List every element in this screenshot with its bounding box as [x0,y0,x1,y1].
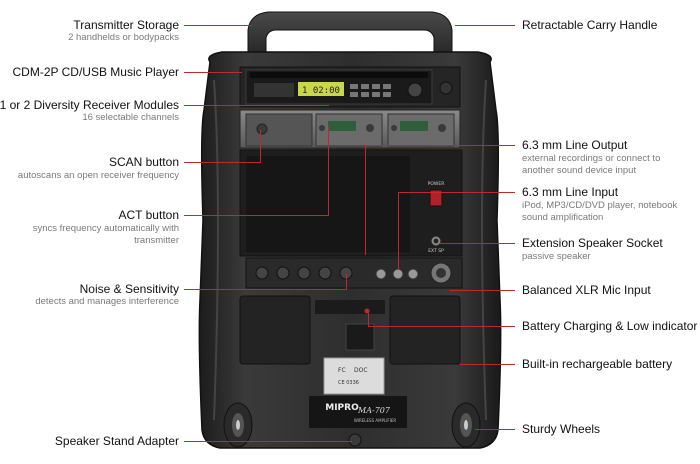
callout-title-transmitter-storage: Transmitter Storage [73,18,179,32]
leader-noise-sensitivity [184,289,347,290]
leader-carry-handle [455,25,515,26]
callout-title-noise-sensitivity: Noise & Sensitivity [79,282,179,296]
callout-title-wheels: Sturdy Wheels [522,422,601,436]
stand-adapter [348,433,362,447]
lcd-text: 1 02:00 [302,86,340,96]
leader-act-button [184,215,328,216]
callout-title-act-button: ACT button [118,208,179,222]
leader-transmitter-storage [184,25,252,26]
callout-sub-line-input-2: sound amplification [522,212,604,223]
callout-sub-transmitter-storage: 2 handhelds or bodypacks [68,32,179,43]
svg-text:WIRELESS AMPLIFIER: WIRELESS AMPLIFIER [354,418,397,423]
leader-stand-adapter [184,441,352,442]
callout-sub-act-button-2: transmitter [134,235,179,246]
wheel-right [451,402,481,448]
callout-title-ext-speaker: Extension Speaker Socket [522,236,663,250]
ext-speaker-socket: EXT SP [428,235,444,254]
svg-text:MA-707: MA-707 [357,406,391,415]
callout-title-scan-button: SCAN button [108,155,179,169]
callout-sub-line-output-1: external recordings or connect to [522,153,661,164]
callout-sub-receiver-modules: 16 selectable channels [82,112,179,123]
callout-title-line-output: 6.3 mm Line Output [522,138,628,152]
control-strip [245,257,463,289]
cd-lcd-display [298,82,344,96]
leader-scan-button [184,162,260,163]
callout-title-xlr-input: Balanced XLR Mic Input [522,283,651,297]
leader-receiver-modules [184,105,329,106]
receiver-bay [239,109,461,149]
brand-plate [309,396,407,428]
speaker-grille [239,149,463,257]
cd-player: 1 02:00 [239,66,461,108]
cert-label [323,357,385,395]
power-switch: POWER [428,181,445,207]
callout-sub-ext-speaker: passive speaker [522,251,591,262]
callout-title-cd-player: CDM-2P CD/USB Music Player [12,65,179,79]
leader-ext-speaker [440,243,515,244]
leader-line-input [398,192,515,193]
leader-wheels [475,429,515,430]
svg-text:FC: FC [338,367,346,374]
svg-text:EXT SP: EXT SP [428,248,444,254]
receiver-module-2 [387,113,455,147]
callout-sub-line-output-2: another sound device input [522,165,637,176]
battery-compartment: FC DOC CE 0336 MIPRO MA-707 WIRELESS AMP… [239,295,461,428]
callout-sub-noise-sensitivity: detects and manages interference [35,296,179,307]
receiver-module-1 [315,113,383,147]
callout-title-carry-handle: Retractable Carry Handle [522,18,658,32]
callout-sub-act-button-1: syncs frequency automatically with [32,223,179,234]
leader-battery-indicator [368,326,515,327]
leader-battery [460,364,515,365]
leader-xlr-input [450,290,515,291]
callout-title-line-input: 6.3 mm Line Input [522,185,619,199]
leader-line-output [365,145,515,146]
callout-title-battery: Built-in rechargeable battery [522,357,673,371]
leader-cd-player [184,72,242,73]
wheel-left [223,402,253,448]
callout-sub-scan-button: autoscans an open receiver frequency [17,170,179,181]
callout-title-battery-indicator: Battery Charging & Low indicator [522,319,698,333]
callout-title-stand-adapter: Speaker Stand Adapter [54,434,179,448]
svg-text:MIPRO: MIPRO [325,403,359,413]
svg-text:DOC: DOC [354,367,368,374]
svg-text:CE 0336: CE 0336 [338,380,359,386]
svg-text:POWER: POWER [428,181,445,187]
callout-sub-line-input-1: iPod, MP3/CD/DVD player, notebook [522,200,678,211]
callout-title-receiver-modules: 1 or 2 Diversity Receiver Modules [0,98,179,112]
